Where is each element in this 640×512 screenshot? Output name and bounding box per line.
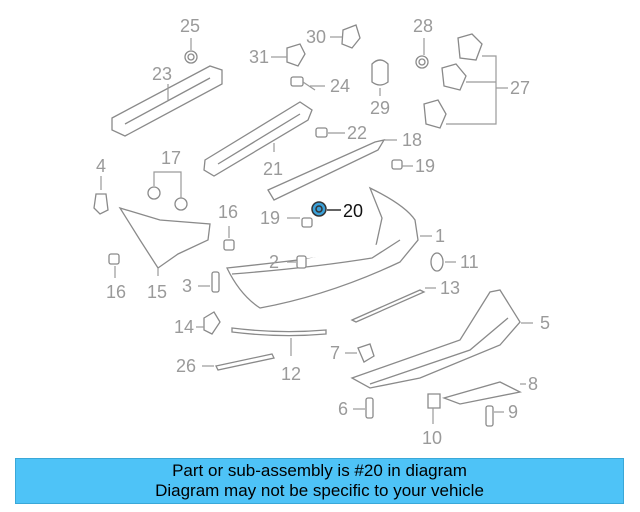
callout-29: 29: [370, 98, 390, 118]
part-9: [485, 405, 494, 427]
part-21-rib: [217, 113, 301, 165]
callout-16a: 16: [218, 202, 238, 222]
part-12: [231, 327, 327, 337]
part-4: [93, 193, 109, 215]
part-7: [357, 343, 375, 363]
part-20: [311, 201, 327, 217]
callout-labels: 25 23 31 30 24 28 29 27 22 18 21 4 17 19…: [96, 16, 550, 448]
part-8: [441, 381, 522, 405]
callout-17: 17: [161, 148, 181, 168]
part-18: [267, 139, 386, 201]
part-22: [315, 127, 328, 138]
part-30: [341, 24, 361, 49]
callout-5: 5: [540, 313, 550, 333]
callout-4: 4: [96, 156, 106, 176]
callout-20: 20: [343, 201, 363, 221]
part-23-rib: [124, 77, 211, 125]
part-11: [430, 252, 444, 272]
part-6: [365, 397, 374, 419]
part-16-a: [223, 239, 235, 251]
part-15: [118, 206, 211, 269]
part-27-c: [423, 99, 447, 129]
part-14: [203, 311, 221, 335]
part-29: [371, 59, 389, 86]
callout-22: 22: [347, 123, 367, 143]
callout-21: 21: [263, 159, 283, 179]
part-19-a: [391, 159, 403, 170]
callout-31: 31: [249, 47, 269, 67]
callout-11: 11: [460, 252, 479, 272]
info-banner: Part or sub-assembly is #20 in diagram D…: [15, 458, 624, 504]
callout-24: 24: [330, 76, 350, 96]
part-27-a: [457, 33, 483, 61]
part-5-crease: [369, 317, 509, 385]
callout-28: 28: [413, 16, 433, 36]
callout-27: 27: [510, 78, 530, 98]
part-26: [215, 353, 275, 371]
part-31: [286, 43, 306, 67]
part-19-b: [301, 217, 313, 228]
callout-19a: 19: [415, 156, 435, 176]
part-3: [211, 271, 220, 293]
callout-6: 6: [338, 399, 348, 419]
callout-9: 9: [508, 402, 518, 422]
part-5: [350, 289, 521, 389]
callout-30: 30: [306, 27, 326, 47]
callout-15: 15: [147, 282, 167, 302]
part-2: [296, 255, 307, 269]
callout-1: 1: [435, 226, 445, 246]
part-27-b: [441, 63, 467, 91]
callout-10: 10: [422, 428, 442, 448]
part-25: [184, 50, 198, 64]
part-16-b: [108, 253, 120, 265]
callout-25: 25: [180, 16, 200, 36]
part-24: [290, 76, 316, 91]
callout-18: 18: [402, 130, 422, 150]
leader-lines: [100, 36, 533, 424]
callout-23: 23: [152, 64, 172, 84]
part-28: [415, 55, 429, 69]
callout-2: 2: [269, 252, 279, 272]
callout-12: 12: [281, 364, 301, 384]
callout-13: 13: [440, 278, 460, 298]
parts-diagram: 25 23 31 30 24 28 29 27 22 18 21 4 17 19…: [93, 16, 550, 448]
callout-7: 7: [330, 343, 340, 363]
callout-8: 8: [528, 374, 538, 394]
part-13: [350, 289, 426, 323]
banner-line-1: Part or sub-assembly is #20 in diagram: [172, 461, 467, 480]
callout-16b: 16: [106, 282, 126, 302]
callout-3: 3: [182, 276, 192, 296]
part-1-crease: [231, 239, 401, 275]
callout-26: 26: [176, 356, 196, 376]
banner-line-2: Diagram may not be specific to your vehi…: [155, 481, 484, 500]
part-10: [427, 393, 441, 409]
callout-14: 14: [174, 317, 194, 337]
callout-19b: 19: [260, 208, 280, 228]
